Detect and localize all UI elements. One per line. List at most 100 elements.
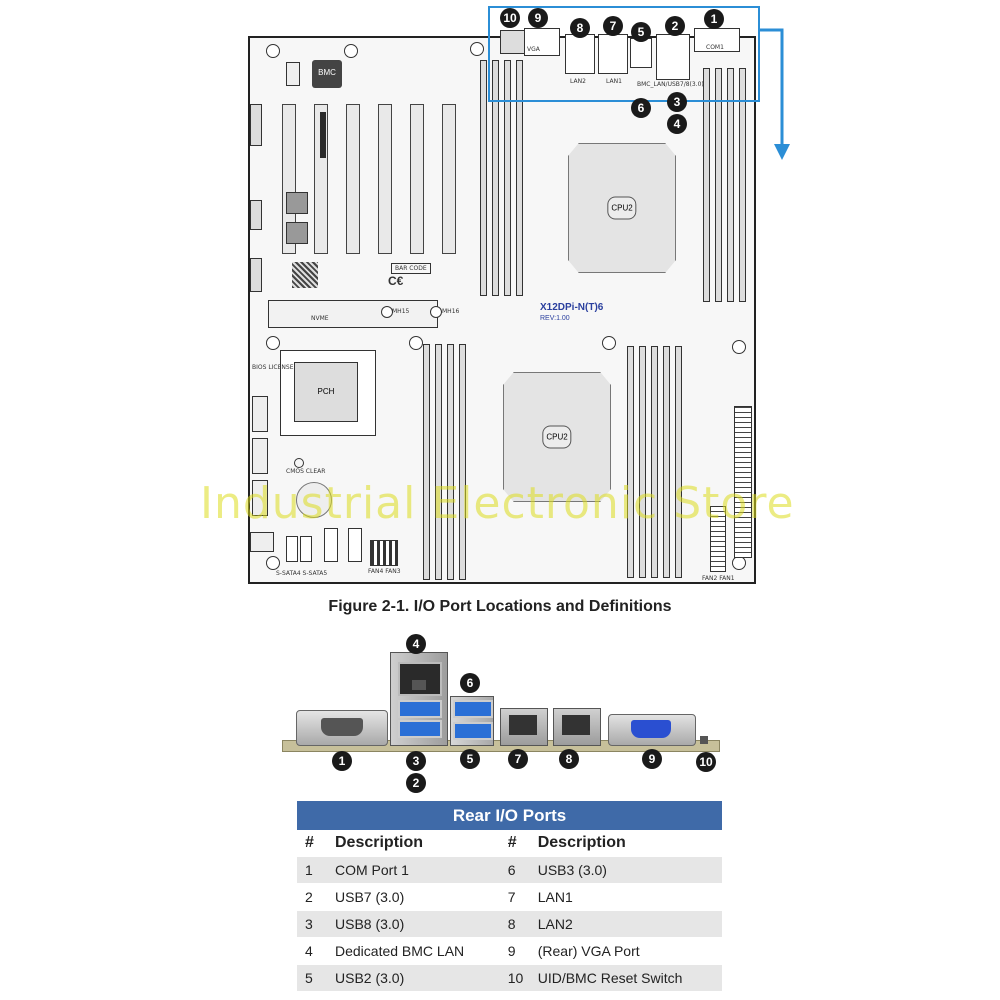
callout-badge: 10 [696, 752, 716, 772]
mount-standoff [430, 306, 442, 318]
dimm-slot [492, 60, 499, 296]
power-connector [734, 406, 752, 558]
row-desc: (Rear) VGA Port [529, 937, 722, 965]
dimm-slot [651, 346, 658, 578]
dimm-slot [504, 60, 511, 296]
cmos-label: CMOS CLEAR [286, 468, 326, 475]
lan2-port [553, 708, 601, 746]
slot-connector [320, 112, 326, 158]
lan1-port [500, 708, 548, 746]
usb-header [286, 62, 300, 86]
header-connector [252, 438, 268, 474]
pcie-slot [282, 104, 296, 254]
mounting-hole [602, 336, 616, 350]
header-connector [250, 200, 262, 230]
dimm-slot [639, 346, 646, 578]
power-connector [710, 506, 726, 572]
table-row: 2 USB7 (3.0) 7 LAN1 [297, 883, 722, 911]
header-connector [252, 480, 268, 516]
mounting-hole [266, 44, 280, 58]
mounting-hole [732, 340, 746, 354]
callout-badge: 3 [667, 92, 687, 112]
mh15-label: MH15 [392, 308, 410, 315]
header-connector [250, 532, 274, 552]
cpld-chip [292, 262, 318, 288]
board-revision: REV:1.00 [540, 315, 570, 322]
mounting-hole [344, 44, 358, 58]
vga-label: VGA [527, 46, 540, 53]
fan-header [370, 540, 398, 566]
com-label: COM1 [706, 44, 724, 51]
highlight-arrow [758, 28, 790, 160]
table-row: 3 USB8 (3.0) 8 LAN2 [297, 910, 722, 938]
dimm-slot [627, 346, 634, 578]
dimm-slot [516, 60, 523, 296]
battery [296, 482, 332, 518]
io-highlight-box [488, 6, 760, 102]
bmc-lan-usb-outline [656, 34, 690, 80]
row-desc: UID/BMC Reset Switch [529, 964, 722, 992]
vga-port [608, 714, 696, 746]
callout-badge: 1 [704, 9, 724, 29]
sata-port [300, 536, 312, 562]
usb2-port [453, 722, 493, 740]
dimm-slot [663, 346, 670, 578]
callout-badge: 4 [406, 634, 426, 654]
usb-label: BMC_LAN/USB7/8(3.0) [637, 81, 704, 88]
chip [286, 192, 308, 214]
sata-port [348, 528, 362, 562]
dimm-slot [675, 346, 682, 578]
lan1-label: LAN1 [606, 78, 622, 85]
cmos-jumper [294, 458, 304, 468]
usb8-port [398, 720, 442, 738]
row-desc: LAN2 [529, 910, 722, 938]
callout-badge: 3 [406, 751, 426, 771]
mh16-label: MH16 [442, 308, 460, 315]
com-port [296, 710, 388, 746]
row-num: 3 [297, 910, 327, 938]
dimm-slot [423, 344, 430, 580]
row-num: 7 [499, 883, 530, 911]
header-connector [250, 258, 262, 292]
dimm-slot [447, 344, 454, 580]
row-desc: USB7 (3.0) [327, 883, 500, 911]
row-num: 4 [297, 937, 327, 965]
table-row: 5 USB2 (3.0) 10 UID/BMC Reset Switch [297, 964, 722, 992]
pcie-slot [410, 104, 424, 254]
barcode-label: BAR CODE [391, 263, 431, 274]
callout-badge: 8 [559, 749, 579, 769]
mounting-hole [266, 556, 280, 570]
pcie-slot [346, 104, 360, 254]
vga-port-outline [524, 28, 560, 56]
board-model: X12DPi-N(T)6 [540, 302, 604, 313]
lan2-label: LAN2 [570, 78, 586, 85]
mount-standoff [381, 306, 393, 318]
usb7-port [398, 700, 442, 718]
dimm-slot [715, 68, 722, 302]
row-num: 1 [297, 856, 327, 884]
cpu-socket-1: CPU2 [568, 143, 676, 273]
pch-chip: PCH [294, 362, 358, 422]
fan-label: FAN4 FAN3 [368, 568, 401, 575]
row-num: 8 [499, 910, 530, 938]
callout-badge: 10 [500, 8, 520, 28]
ce-mark: C€ [388, 274, 404, 288]
bios-license-label: BIOS LICENSE [252, 364, 294, 371]
table-title: Rear I/O Ports [297, 801, 722, 830]
row-desc: COM Port 1 [327, 856, 500, 884]
callout-badge: 5 [631, 22, 651, 42]
fan-label: FAN2 FAN1 [702, 575, 735, 582]
mounting-hole [409, 336, 423, 350]
usb3-port [453, 700, 493, 718]
col-description: Description [529, 830, 722, 857]
row-num: 6 [499, 856, 530, 884]
callout-badge: 6 [460, 673, 480, 693]
bmc-chip: BMC [312, 60, 342, 88]
callout-badge: 2 [665, 16, 685, 36]
col-num: # [499, 830, 530, 857]
dimm-slot [480, 60, 487, 296]
chip [286, 222, 308, 244]
header-connector [252, 396, 268, 432]
cpu-socket-2: CPU2 [503, 372, 611, 502]
sata-label: S-SATA4 S-SATA5 [276, 570, 328, 577]
